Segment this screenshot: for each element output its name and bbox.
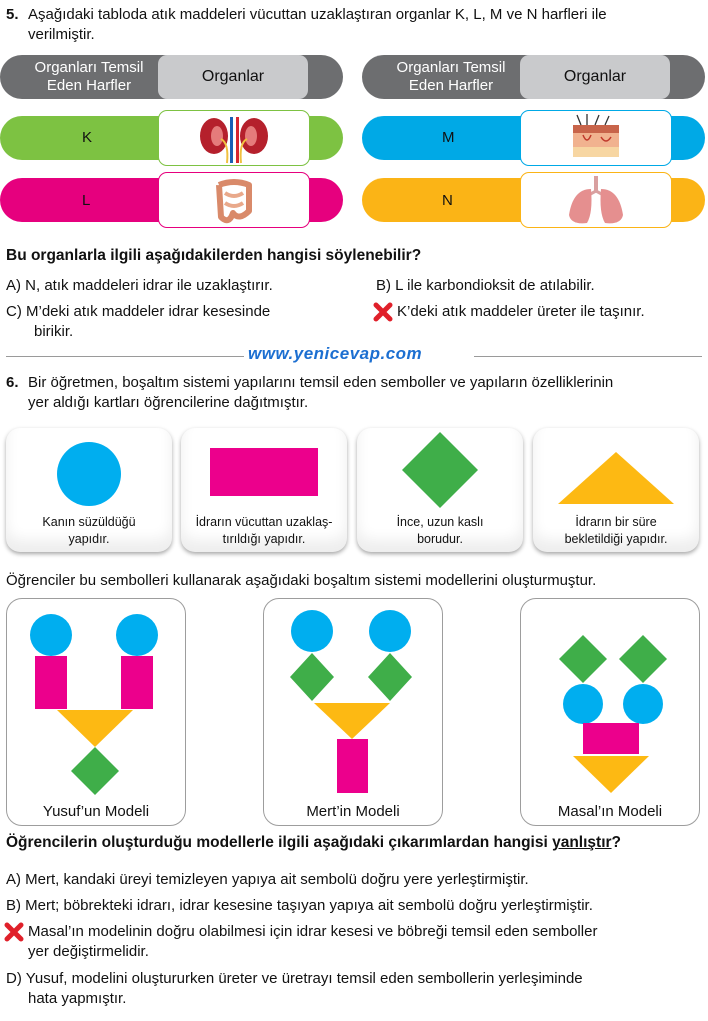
q6-option-d-line2[interactable]: hata yapmıştır. (28, 990, 127, 1007)
header-organs-label: Organlar (520, 55, 670, 99)
separator-right (474, 356, 702, 357)
card-text-line2: tırıldığı yapıdır. (222, 532, 306, 546)
symbol-card-diamond: İnce, uzun kaslı borudur. (357, 428, 523, 552)
yusuf-model-diagram (30, 614, 158, 795)
row-l-letter: L (82, 192, 91, 209)
triangle-symbol (558, 452, 674, 504)
header-organs-label: Organlar (158, 55, 308, 99)
wrong-mark-icon (373, 302, 393, 322)
symbol-card-rectangle: İdrarın vücuttan uzaklaş- tırıldığı yapı… (181, 428, 347, 552)
model-box-mert: Mert’in Modeli (263, 598, 443, 826)
card-text-line1: İdrarın vücuttan uzaklaş- (195, 515, 333, 529)
row-l-organ-box (158, 172, 310, 228)
row-n-organ-box (520, 172, 672, 228)
card-text-line1: İdrarın bir süre (575, 515, 657, 529)
model-label: Masal’ın Modeli (557, 803, 663, 820)
q6-stem-line2: yer aldığı kartları öğrencilerine dağıtm… (28, 394, 309, 411)
header-letters-label: Organları Temsil Eden Harfler (376, 59, 526, 95)
header-letters-line2: Eden Harfler (408, 77, 494, 94)
intestine-icon (216, 179, 252, 224)
model-label: Mert’in Modeli (306, 803, 400, 820)
header-letters-label: Organları Temsil Eden Harfler (14, 59, 164, 95)
header-letters-line1: Organları Temsil (34, 59, 144, 76)
card-text-line2: bekletildiği yapıdır. (564, 532, 668, 546)
q6-option-c-line1[interactable]: Masal’ın modelinin doğru olabilmesi için… (28, 923, 598, 940)
row-k-letter: K (82, 129, 93, 146)
row-m-letter: M (442, 129, 455, 146)
q6-question-mark: ? (611, 834, 622, 851)
row-m-organ-box (520, 110, 672, 166)
masal-model-diagram (559, 635, 667, 793)
q5-option-d[interactable]: K’deki atık maddeler üreter ile taşınır. (397, 303, 645, 320)
skin-icon (573, 114, 619, 157)
card-text-line2: borudur. (417, 532, 463, 546)
q6-stem-line1: Bir öğretmen, boşaltım sistemi yapıların… (28, 374, 614, 391)
circle-symbol (57, 442, 121, 506)
header-letters-line2: Eden Harfler (46, 77, 132, 94)
q5-question: Bu organlarla ilgili aşağıdakilerden han… (6, 247, 422, 264)
watermark: www.yenicevap.com (248, 344, 423, 363)
q5-stem-line1: Aşağıdaki tabloda atık maddeleri vücutta… (28, 6, 607, 23)
q5-option-c-line2[interactable]: birikir. (34, 323, 74, 340)
row-k-organ-box (158, 110, 310, 166)
model-box-masal: Masal’ın Modeli (520, 598, 700, 826)
header-letters-line1: Organları Temsil (396, 59, 506, 76)
q6-number: 6. (6, 374, 19, 391)
separator-left (6, 356, 244, 357)
q6-question-underlined: yanlıştır (552, 834, 612, 851)
symbol-card-circle: Kanın süzüldüğü yapıdır. (6, 428, 172, 552)
model-label: Yusuf’un Modeli (42, 803, 150, 820)
q5-option-a[interactable]: A) N, atık maddeleri idrar ile uzaklaştı… (6, 277, 273, 294)
wrong-mark-icon (4, 922, 24, 942)
q6-option-c-line2[interactable]: yer değiştirmelidir. (28, 943, 149, 960)
q5-option-c-line1[interactable]: C) M’deki atık maddeler idrar kesesinde (6, 303, 271, 320)
model-box-yusuf: Yusuf’un Modeli (6, 598, 186, 826)
q6-option-a[interactable]: A) Mert, kandaki üreyi temizleyen yapıya… (6, 871, 529, 888)
q6-question-text: Öğrencilerin oluşturduğu modellerle ilgi… (6, 834, 548, 851)
q6-option-b[interactable]: B) Mert; böbrekteki idrarı, idrar kesesi… (6, 897, 593, 914)
card-text-line1: Kanın süzüldüğü (42, 515, 136, 529)
q5-number: 5. (6, 6, 19, 23)
lungs-icon (569, 176, 623, 224)
q6-option-d-line1[interactable]: D) Yusuf, modelini oluştururken üreter v… (6, 970, 583, 987)
models-intro: Öğrenciler bu sembolleri kullanarak aşağ… (6, 572, 597, 589)
q6-question: Öğrencilerin oluşturduğu modellerle ilgi… (6, 833, 621, 853)
q5-option-b[interactable]: B) L ile karbondioksit de atılabilir. (376, 277, 595, 294)
symbol-card-triangle: İdrarın bir süre bekletildiği yapıdır. (533, 428, 699, 552)
row-n-letter: N (442, 192, 453, 209)
q5-stem-line2: verilmiştir. (28, 26, 95, 43)
card-text-line2: yapıdır. (68, 532, 110, 546)
rectangle-symbol (210, 448, 318, 496)
kidney-icon (200, 117, 268, 164)
card-text-line1: İnce, uzun kaslı (396, 515, 484, 529)
mert-model-diagram (290, 610, 412, 793)
diamond-symbol (402, 432, 478, 508)
